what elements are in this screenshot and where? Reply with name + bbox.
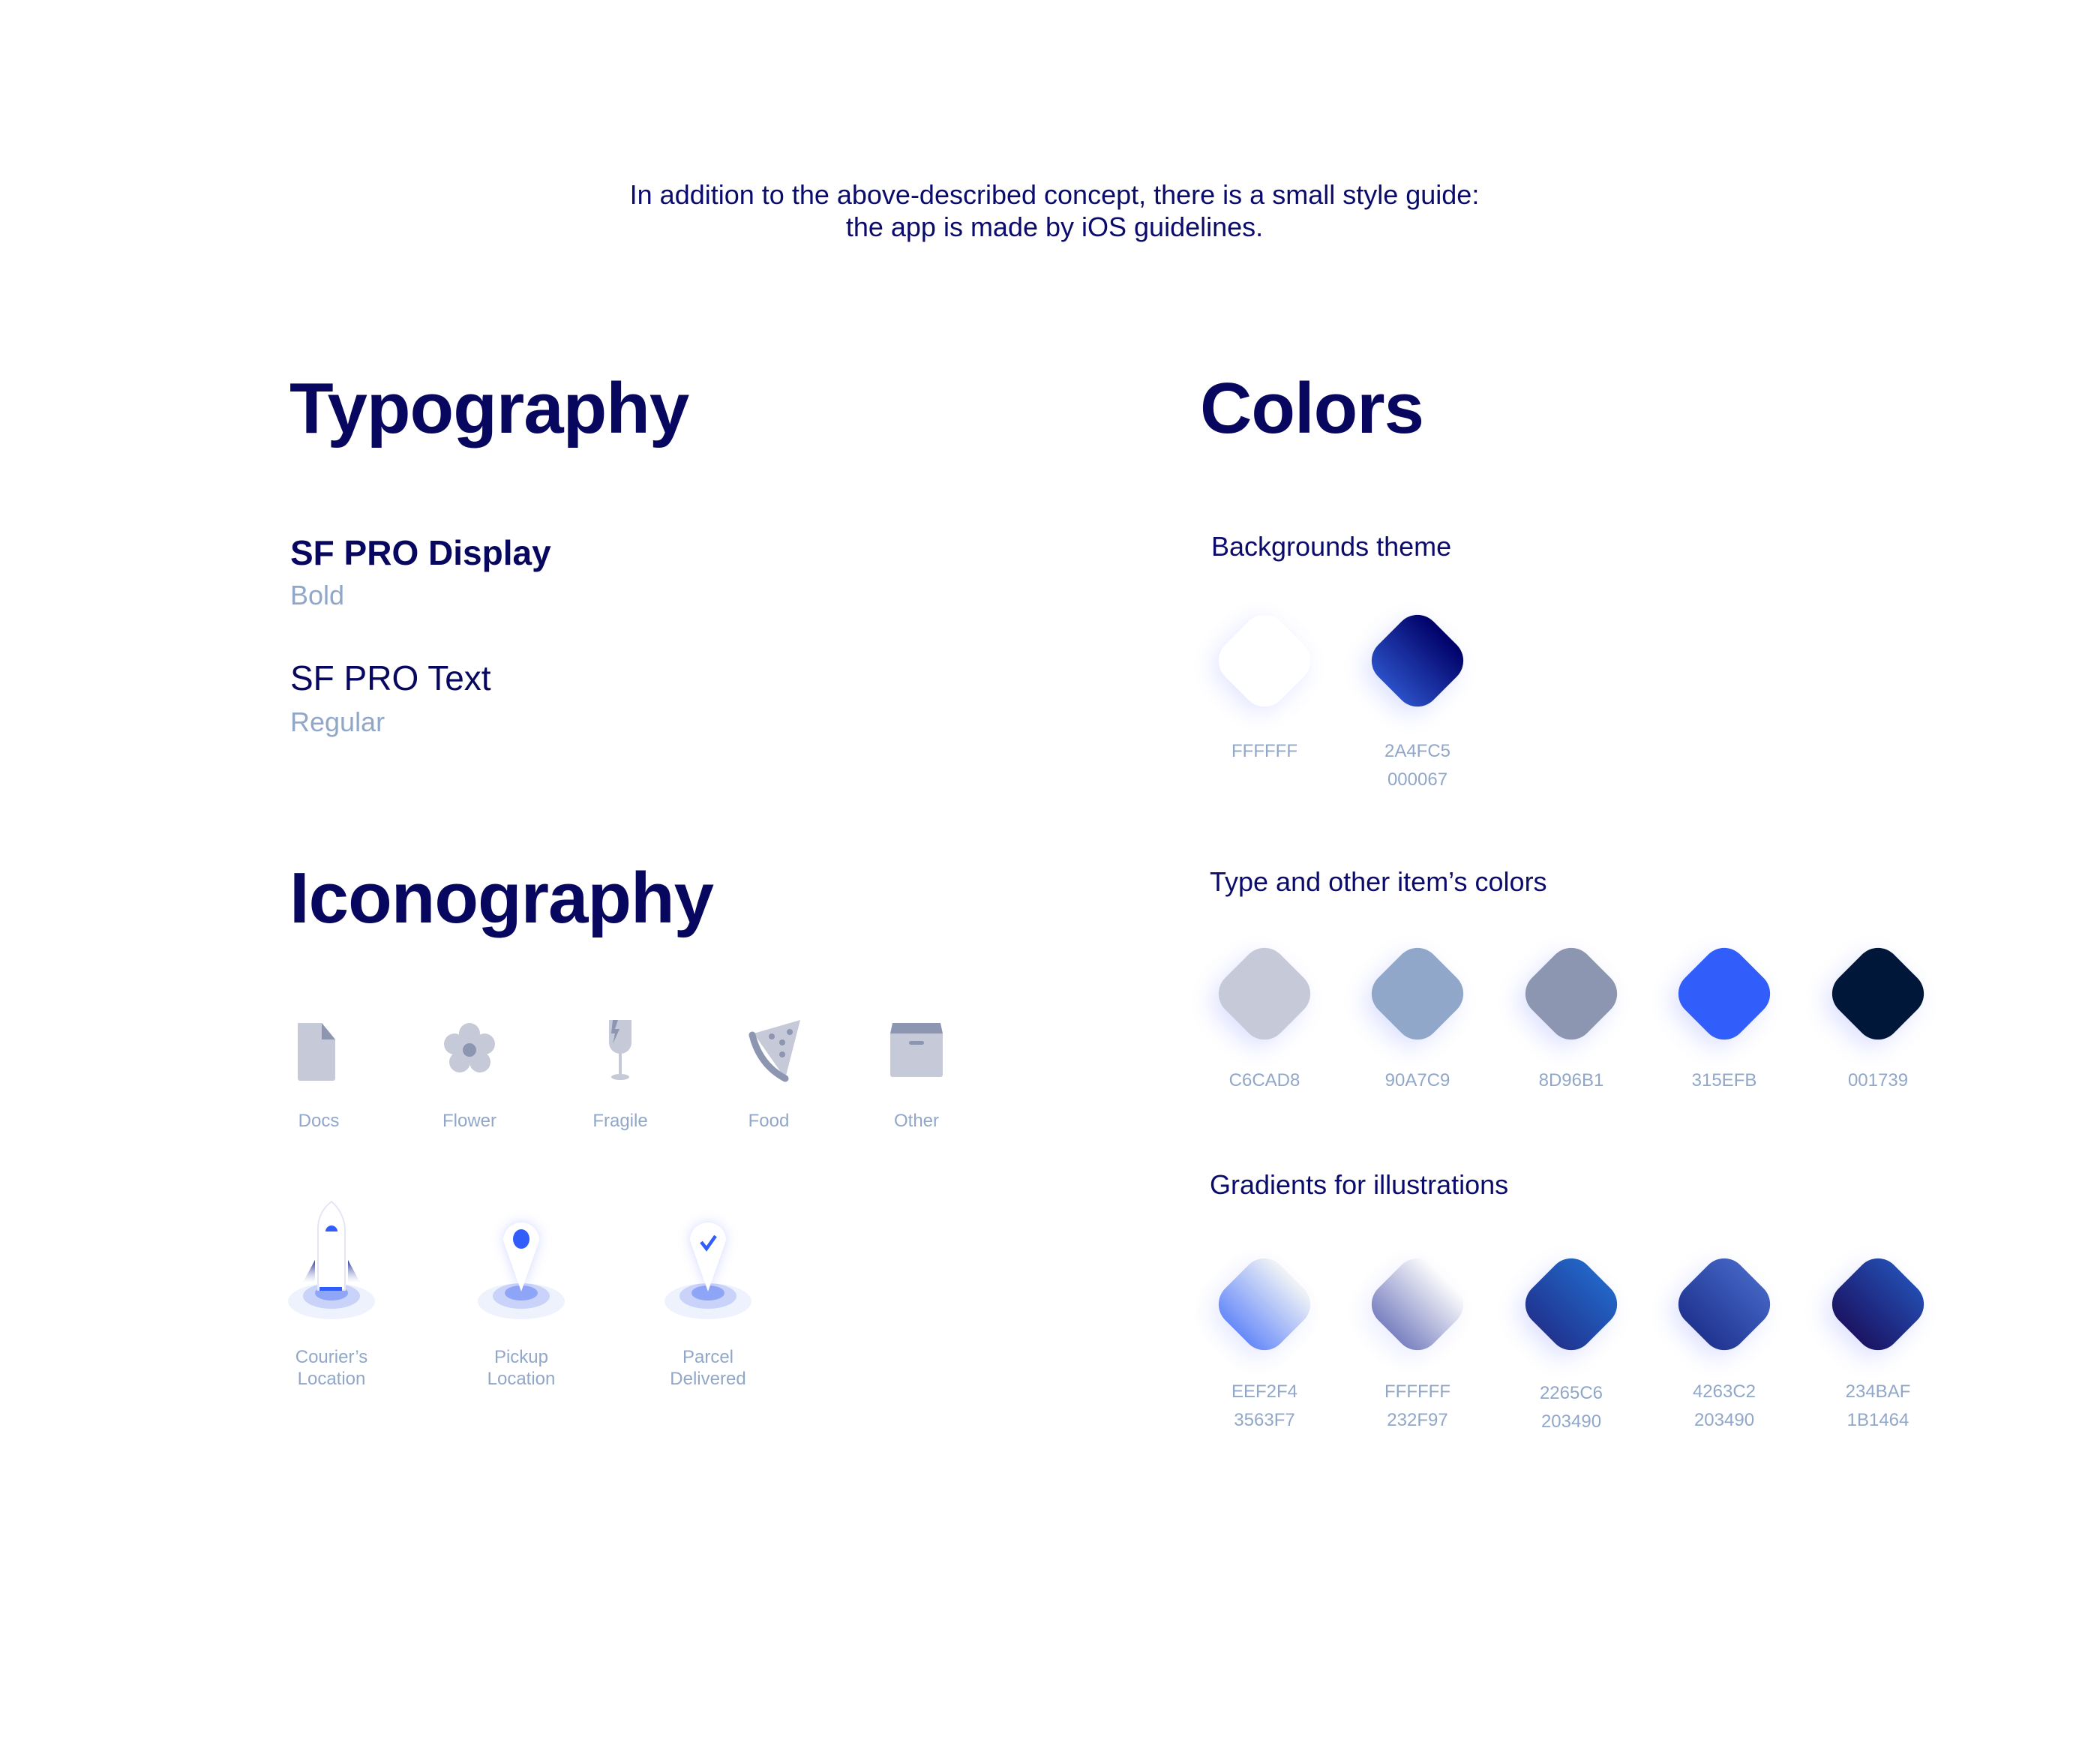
backgrounds-heading: Backgrounds theme bbox=[1211, 531, 1452, 562]
iconography-title: Iconography bbox=[290, 858, 714, 938]
code-ffffff: FFFFFF bbox=[1232, 741, 1298, 761]
colors-title: Colors bbox=[1200, 368, 1424, 448]
document-icon bbox=[281, 1012, 356, 1088]
flower-icon bbox=[432, 1012, 507, 1088]
pizza-icon bbox=[731, 1012, 806, 1088]
swatch-gradient-2265c6-203490 bbox=[1516, 1249, 1627, 1360]
rocket-icon bbox=[288, 1200, 375, 1319]
gradients-heading: Gradients for illustrations bbox=[1210, 1169, 1509, 1200]
pin-check-icon bbox=[664, 1222, 752, 1319]
code-001739: 001739 bbox=[1847, 1070, 1909, 1090]
code-8d96b1: 8D96B1 bbox=[1538, 1070, 1604, 1090]
font-display-name: SF PRO Display bbox=[290, 533, 551, 572]
icon-label-other: Other bbox=[893, 1111, 940, 1131]
swatch-ffffff bbox=[1209, 605, 1320, 716]
code-c6cad8: C6CAD8 bbox=[1228, 1070, 1300, 1090]
intro-text: In addition to the above-described conce… bbox=[0, 178, 2100, 243]
intro-line-2: the app is made by iOS guidelines. bbox=[845, 212, 1264, 242]
pin-dot-icon bbox=[478, 1222, 565, 1319]
swatch-c6cad8 bbox=[1209, 938, 1320, 1049]
swatch-gradient-4263c2-203490 bbox=[1669, 1249, 1780, 1360]
icon-label-docs: Docs bbox=[298, 1111, 340, 1131]
font-text-name: SF PRO Text bbox=[290, 658, 491, 698]
intro-line-1: In addition to the above-described conce… bbox=[629, 179, 1480, 210]
icon-label-fragile: Fragile bbox=[592, 1111, 648, 1131]
types-heading: Type and other item’s colors bbox=[1210, 866, 1547, 897]
broken-glass-icon bbox=[583, 1012, 658, 1088]
icon-label-food: Food bbox=[748, 1111, 790, 1131]
swatch-gradient-234baf-1b1464 bbox=[1822, 1249, 1934, 1360]
code-315efb: 315EFB bbox=[1691, 1070, 1757, 1090]
typography-title: Typography bbox=[290, 368, 689, 448]
swatch-gradient-eef2f4-3563f7 bbox=[1209, 1249, 1320, 1360]
swatch-2a4fc5-000067 bbox=[1362, 605, 1473, 716]
icon-label-flower: Flower bbox=[442, 1111, 496, 1131]
code-90a7c9: 90A7C9 bbox=[1384, 1070, 1450, 1090]
font-text-weight: Regular bbox=[290, 706, 386, 737]
swatch-gradient-ffffff-232f97 bbox=[1362, 1249, 1473, 1360]
swatch-315efb bbox=[1669, 938, 1780, 1049]
font-display-weight: Bold bbox=[290, 580, 345, 610]
swatch-8d96b1 bbox=[1516, 938, 1627, 1049]
swatch-90a7c9 bbox=[1362, 938, 1473, 1049]
box-icon bbox=[879, 1012, 954, 1088]
swatch-001739 bbox=[1822, 938, 1934, 1049]
